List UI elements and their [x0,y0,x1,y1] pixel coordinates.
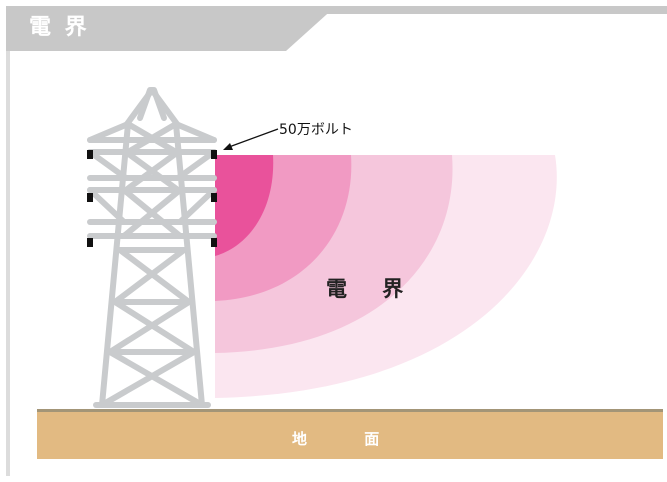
transmission-tower-icon [87,87,217,408]
ground-surface-line [37,409,663,412]
insulator-icon [87,193,93,202]
ground-label: 地 面 [292,430,405,448]
page-title: 電 界 [29,15,90,40]
field-label: 電 界 [326,277,417,301]
insulator-icon [87,150,93,159]
insulator-icon [211,150,217,159]
frame-top-border [6,6,667,14]
frame-left-border [6,14,10,476]
insulator-icon [87,238,93,247]
ground [37,411,663,459]
voltage-label: 50万ボルト [279,122,353,138]
arrow-icon [223,128,279,150]
insulator-icon [211,193,217,202]
field-zone-1 [215,155,274,256]
insulator-icon [211,238,217,247]
title-tab [6,6,336,51]
